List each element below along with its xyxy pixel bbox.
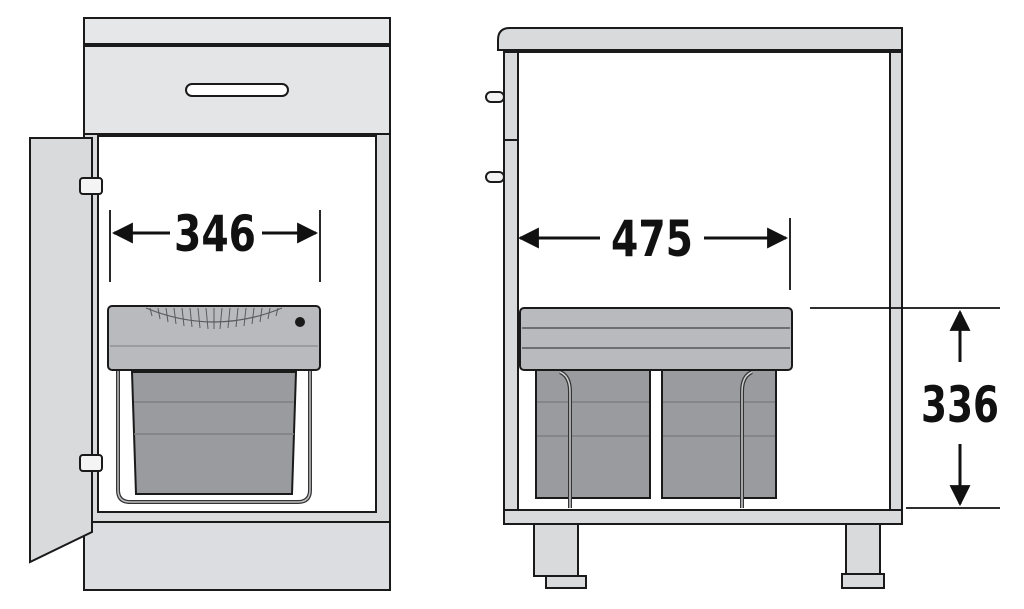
front-worktop <box>83 17 391 45</box>
side-view: 475 336 <box>485 27 1000 589</box>
door-hinge-top <box>79 177 103 195</box>
front-bin-bucket <box>130 371 298 495</box>
front-plinth <box>83 521 391 591</box>
dimension-depth-label: 475 <box>611 210 693 268</box>
dimension-width-label: 346 <box>174 205 256 263</box>
cabinet-leg-front <box>533 523 579 577</box>
dimension-height-label: 336 <box>921 376 999 434</box>
side-back-panel <box>889 51 903 525</box>
side-door-edge <box>503 51 519 525</box>
side-bin-lid <box>519 307 793 371</box>
lid-knob <box>295 317 305 327</box>
front-bin-lid <box>107 305 321 371</box>
side-bin-bucket-right <box>661 369 777 499</box>
drawer-knob <box>485 91 505 103</box>
side-cabinet-bottom <box>503 509 903 525</box>
lid-ribbing <box>149 307 279 330</box>
front-view: 346 <box>29 17 391 591</box>
side-bin-bucket-left <box>535 369 651 499</box>
door-hinge-bottom <box>79 454 103 472</box>
cabinet-leg-back <box>845 523 881 575</box>
open-door <box>29 137 93 564</box>
side-worktop <box>497 27 903 51</box>
door-knob <box>485 171 505 183</box>
drawer-handle <box>185 83 289 97</box>
